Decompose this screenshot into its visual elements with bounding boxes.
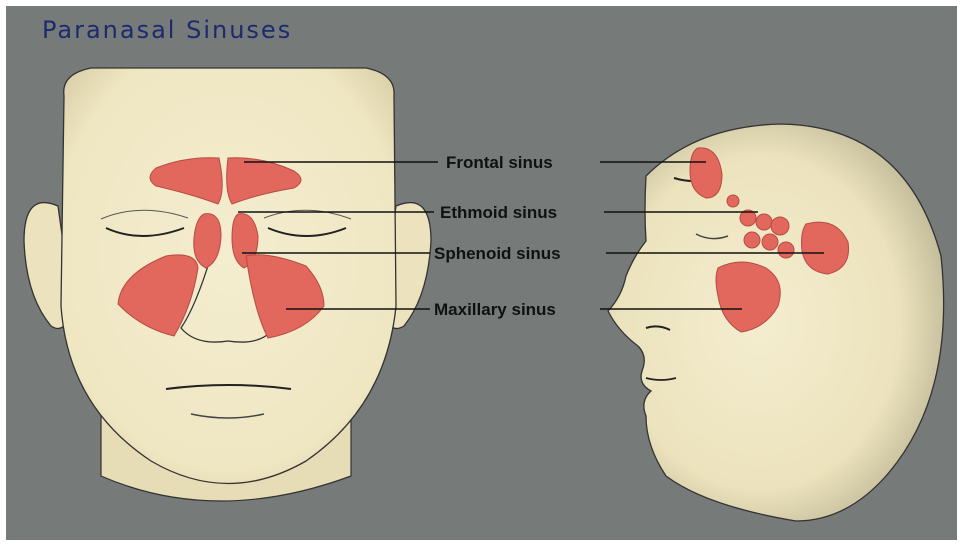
profile-ethmoid-cell-5 — [744, 232, 760, 248]
profile-ethmoid-cell-7 — [778, 242, 794, 258]
label-frontal-sinus: Frontal sinus — [446, 153, 553, 172]
sinus-illustration: Frontal sinus Ethmoid sinus Sphenoid sin… — [6, 6, 957, 540]
profile-ethmoid-cell-6 — [762, 234, 778, 250]
front-head — [61, 68, 396, 484]
label-sphenoid-sinus: Sphenoid sinus — [434, 244, 561, 263]
profile-ethmoid-cell-1 — [727, 195, 739, 207]
front-face — [24, 68, 431, 501]
side-profile — [608, 124, 944, 521]
label-maxillary-sinus: Maxillary sinus — [434, 300, 556, 319]
diagram-canvas: Paranasal Sinuses — [6, 6, 957, 540]
profile-ethmoid-cell-3 — [756, 214, 772, 230]
profile-head — [608, 124, 944, 521]
profile-ethmoid-cell-4 — [771, 217, 789, 235]
label-ethmoid-sinus: Ethmoid sinus — [440, 203, 557, 222]
